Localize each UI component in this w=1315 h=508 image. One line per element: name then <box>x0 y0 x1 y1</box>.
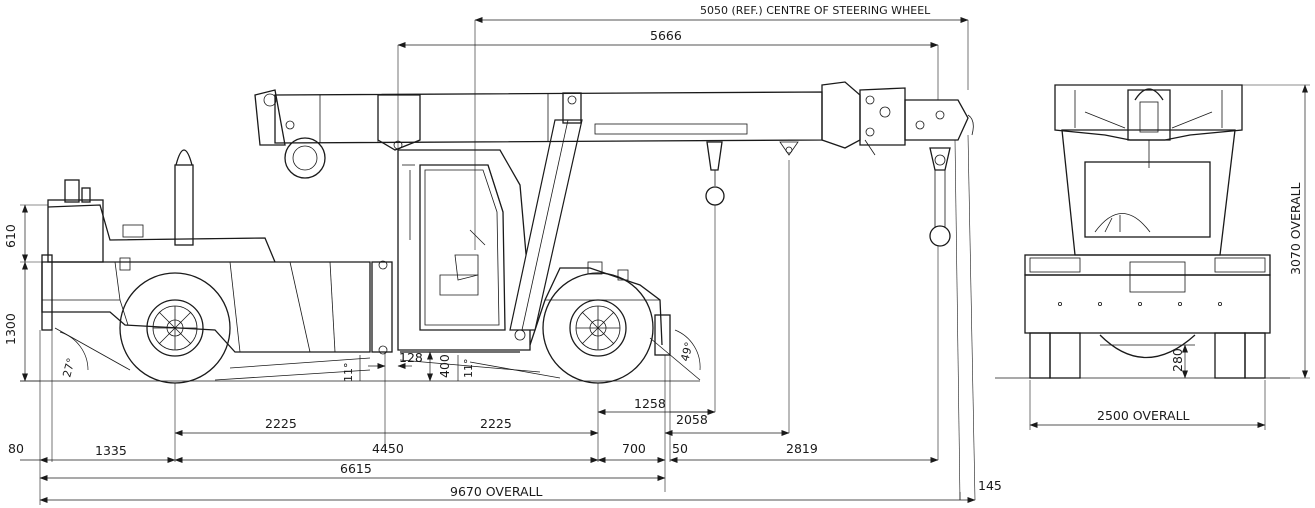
chassis <box>41 149 671 356</box>
dim-280: 280 <box>1170 348 1185 372</box>
dim-700: 700 <box>622 441 646 456</box>
dim-400: 400 <box>437 354 452 378</box>
operator-cab <box>397 149 531 351</box>
dim-80: 80 <box>8 441 24 456</box>
angle-11-right: 11° <box>462 359 475 379</box>
dim-145: 145 <box>978 478 1002 493</box>
front-view: 3070 OVERALL 280 2500 OVERALL <box>995 84 1310 430</box>
angle-27: 27° <box>60 357 78 379</box>
dim-128: 128 <box>399 350 423 365</box>
dim-2225-right: 2225 <box>480 416 512 431</box>
dim-overall-length: 9670 OVERALL <box>450 484 543 499</box>
hook-far <box>929 147 951 247</box>
dim-overall-height: 3070 OVERALL <box>1288 182 1303 275</box>
dim-2058: 2058 <box>676 412 708 427</box>
dim-height-1300: 1300 <box>3 313 18 345</box>
side-view: 5050 (REF.) CENTRE OF STEERING WHEEL 566… <box>3 4 1002 505</box>
hook-near <box>705 141 725 206</box>
angle-49: 49° <box>678 341 696 363</box>
dim-2225-left: 2225 <box>265 416 297 431</box>
lift-cylinder <box>509 92 583 341</box>
boom <box>254 81 969 179</box>
dim-4450: 4450 <box>372 441 404 456</box>
dim-steering-wheel: 5050 (REF.) CENTRE OF STEERING WHEEL <box>700 4 931 17</box>
front-wheel <box>542 272 654 384</box>
rear-wheel <box>119 272 231 384</box>
dimension-lines <box>20 17 976 503</box>
dim-50: 50 <box>672 441 688 456</box>
dim-height-610: 610 <box>3 224 18 248</box>
dim-6615: 6615 <box>340 461 372 476</box>
dim-2819: 2819 <box>786 441 818 456</box>
dim-1258: 1258 <box>634 396 666 411</box>
dim-overall-width: 2500 OVERALL <box>1097 408 1190 423</box>
dim-boom-length: 5666 <box>650 28 682 43</box>
dim-1335: 1335 <box>95 443 127 458</box>
angle-11-left: 11° <box>342 363 355 383</box>
